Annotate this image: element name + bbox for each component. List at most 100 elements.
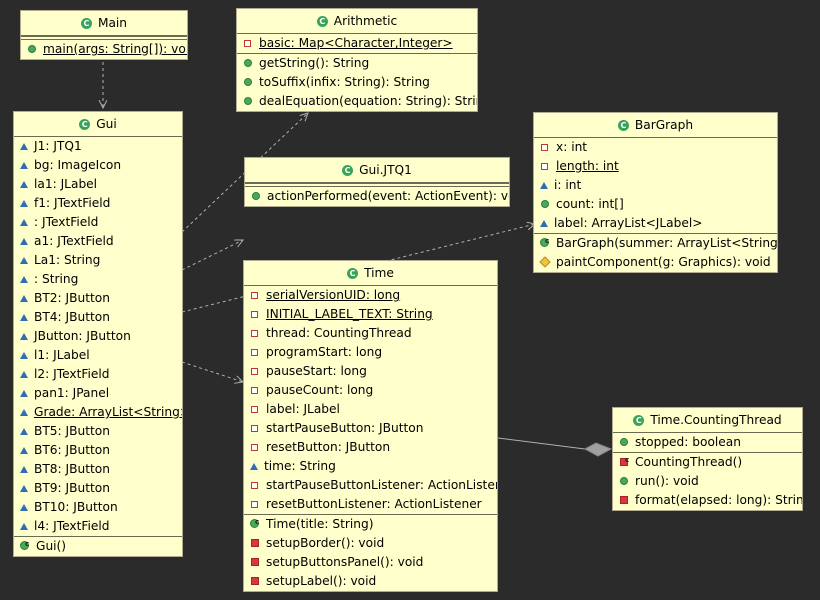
attribute-text: label: ArrayList<JLabel> xyxy=(554,216,703,230)
attribute-row[interactable]: l1: JLabel xyxy=(14,346,182,365)
method-row[interactable]: setupBorder(): void xyxy=(244,534,497,553)
method-row[interactable]: format(elapsed: long): String xyxy=(613,491,802,510)
attribute-row[interactable]: time: String xyxy=(244,457,497,476)
attribute-text: BT9: JButton xyxy=(34,481,110,495)
attribute-row[interactable]: l4: JTextField xyxy=(14,517,182,536)
class-name: BarGraph xyxy=(634,118,694,132)
visibility-ctor-icon xyxy=(250,513,259,532)
attribute-row[interactable]: a1: JTextField xyxy=(14,232,182,251)
attribute-row[interactable]: pan1: JPanel xyxy=(14,384,182,403)
method-row[interactable]: main(args: String[]): void xyxy=(21,40,187,59)
attribute-text: : String xyxy=(34,272,79,286)
class-name: Main xyxy=(97,16,128,30)
compartment-divider xyxy=(14,536,182,537)
visibility-pub-icon xyxy=(28,45,36,53)
method-row[interactable]: run(): void xyxy=(613,472,802,491)
visibility-pkg-icon xyxy=(20,428,28,435)
visibility-priv-icon xyxy=(251,330,258,337)
attribute-row[interactable]: f1: JTextField xyxy=(14,194,182,213)
attribute-row[interactable]: BT5: JButton xyxy=(14,422,182,441)
method-text: actionPerformed(event: ActionEvent): voi… xyxy=(267,189,510,203)
attribute-text: pauseStart: long xyxy=(266,364,367,378)
attribute-row[interactable]: startPauseButton: JButton xyxy=(244,419,497,438)
attribute-row[interactable]: BT9: JButton xyxy=(14,479,182,498)
attribute-row[interactable]: stopped: boolean xyxy=(613,433,802,452)
attribute-row[interactable]: bg: ImageIcon xyxy=(14,156,182,175)
method-row[interactable]: CountingThread() xyxy=(613,451,802,472)
method-row[interactable]: getString(): String xyxy=(237,54,477,73)
attribute-row[interactable]: basic: Map<Character,Integer> xyxy=(237,34,477,53)
attribute-row[interactable]: J1: JTQ1 xyxy=(14,137,182,156)
visibility-pub-icon xyxy=(541,200,549,208)
attribute-row[interactable]: i: int xyxy=(534,176,777,195)
attribute-row[interactable]: BT4: JButton xyxy=(14,308,182,327)
attribute-text: f1: JTextField xyxy=(34,196,111,210)
method-text: paintComponent(g: Graphics): void xyxy=(556,255,771,269)
visibility-pkg-icon xyxy=(20,352,28,359)
attribute-row[interactable]: count: int[] xyxy=(534,195,777,214)
attribute-row[interactable]: BT2: JButton xyxy=(14,289,182,308)
method-text: CountingThread() xyxy=(635,455,743,469)
attribute-row[interactable]: label: JLabel xyxy=(244,400,497,419)
method-row[interactable]: actionPerformed(event: ActionEvent): voi… xyxy=(245,187,509,206)
method-text: Time(title: String) xyxy=(266,517,374,531)
attribute-row[interactable]: length: int xyxy=(534,157,777,176)
attribute-row[interactable]: startPauseButtonListener: ActionListener xyxy=(244,476,497,495)
method-row[interactable]: Gui() xyxy=(14,535,182,556)
attribute-row[interactable]: INITIAL_LABEL_TEXT: String xyxy=(244,305,497,324)
attribute-row[interactable]: : JTextField xyxy=(14,213,182,232)
method-text: BarGraph(summer: ArrayList<String>) xyxy=(556,236,778,250)
attribute-row[interactable]: BT6: JButton xyxy=(14,441,182,460)
method-row[interactable]: paintComponent(g: Graphics): void xyxy=(534,253,777,272)
attribute-row[interactable]: Grade: ArrayList<String> xyxy=(14,403,182,422)
method-row[interactable]: BarGraph(summer: ArrayList<String>) xyxy=(534,232,778,253)
attribute-row[interactable]: x: int xyxy=(534,138,777,157)
method-row[interactable]: dealEquation(equation: String): String xyxy=(237,92,477,111)
attribute-row[interactable]: : String xyxy=(14,270,182,289)
attribute-row[interactable]: serialVersionUID: long xyxy=(244,286,497,305)
method-text: setupBorder(): void xyxy=(266,536,385,550)
attribute-text: startPauseButtonListener: ActionListener xyxy=(266,478,498,492)
attribute-text: stopped: boolean xyxy=(635,435,741,449)
attribute-row[interactable]: La1: String xyxy=(14,251,182,270)
method-row[interactable]: toSuffix(infix: String): String xyxy=(237,73,477,92)
attribute-text: : JTextField xyxy=(34,215,99,229)
visibility-pkg-icon xyxy=(20,238,28,245)
attribute-row[interactable]: BT10: JButton xyxy=(14,498,182,517)
visibility-pkg-icon xyxy=(20,257,28,264)
attribute-row[interactable]: JButton: JButton xyxy=(14,327,182,346)
visibility-pkg-icon xyxy=(20,333,28,340)
attribute-row[interactable]: pauseCount: long xyxy=(244,381,497,400)
visibility-ctor-icon xyxy=(20,535,29,554)
visibility-priv-icon xyxy=(251,482,258,489)
attribute-row[interactable]: pauseStart: long xyxy=(244,362,497,381)
attribute-row[interactable]: programStart: long xyxy=(244,343,497,362)
attribute-text: count: int[] xyxy=(556,197,624,211)
attribute-row[interactable]: resetButtonListener: ActionListener xyxy=(244,495,497,514)
attribute-row[interactable]: label: ArrayList<JLabel> xyxy=(534,214,777,233)
attribute-row[interactable]: resetButton: JButton xyxy=(244,438,497,457)
method-row[interactable]: setupLabel(): void xyxy=(244,572,497,591)
method-row[interactable]: setupButtonsPanel(): void xyxy=(244,553,497,572)
visibility-privm-icon xyxy=(251,539,259,547)
attribute-text: BT5: JButton xyxy=(34,424,110,438)
attribute-row[interactable]: l2: JTextField xyxy=(14,365,182,384)
method-row[interactable]: Time(title: String) xyxy=(244,513,497,534)
method-text: getString(): String xyxy=(259,56,370,70)
attribute-row[interactable]: la1: JLabel xyxy=(14,175,182,194)
attribute-row[interactable]: thread: CountingThread xyxy=(244,324,497,343)
visibility-priv-icon xyxy=(251,349,258,356)
visibility-privm-icon xyxy=(620,496,628,504)
visibility-pkg-icon xyxy=(20,504,28,511)
visibility-priv-icon xyxy=(244,40,251,47)
attribute-row[interactable]: BT8: JButton xyxy=(14,460,182,479)
